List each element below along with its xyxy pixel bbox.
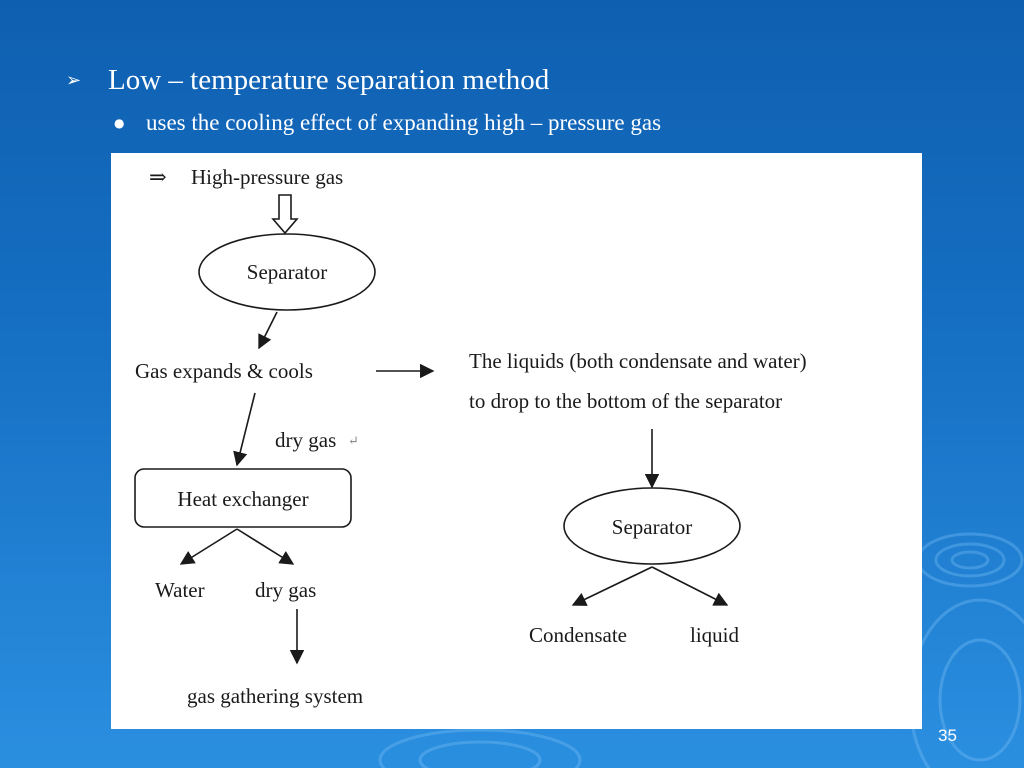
heat-exchanger-label: Heat exchanger [177,487,308,511]
dot-bullet-icon: ● [114,116,125,130]
arrow-expand-to-exchanger [233,392,256,467]
hollow-down-arrow-icon [271,194,299,235]
arrow-separator-to-expand [258,311,278,350]
gas-expands-label: Gas expands & cools [135,359,313,383]
liquids-line-1: The liquids (both condensate and water) [469,349,807,373]
page-number: 35 [938,726,957,745]
arrow-separator-to-condensate [571,566,653,606]
heat-exchanger-box [134,468,352,528]
separator-1-label: Separator [247,260,327,284]
heading-bullet: ➢ Low – temperature separation method [66,64,549,97]
separator-1-shape [198,233,376,311]
dry-gas-label-2: dry gas [255,578,316,602]
subpoint-bullet: ● uses the cooling effect of expanding h… [114,110,661,136]
arrow-exchanger-to-drygas [236,528,295,565]
liquids-line-2: to drop to the bottom of the separator [469,389,782,413]
flow-diagram-svg: ⇒ High-pressure gas Separator Gas expand… [134,165,807,708]
liquid-label: liquid [690,623,740,647]
gas-gathering-label: gas gathering system [187,684,363,708]
input-label: High-pressure gas [191,165,343,189]
flow-diagram: ⇒ High-pressure gas Separator Gas expand… [111,153,922,729]
dry-gas-label-1: dry gas [275,428,336,452]
arrow-exchanger-to-water [179,528,238,565]
separator-2-label: Separator [612,515,692,539]
arrow-separator-to-liquid [651,566,729,606]
input-arrow-symbol: ⇒ [149,165,167,189]
condensate-label: Condensate [529,623,627,647]
arrow-bullet-icon: ➢ [66,70,82,91]
separator-2-shape [563,487,741,565]
slide-subpoint: uses the cooling effect of expanding hig… [146,110,662,135]
return-mark-icon: ↵ [348,433,359,448]
water-label: Water [155,578,205,602]
slide-heading: Low – temperature separation method [108,64,550,96]
